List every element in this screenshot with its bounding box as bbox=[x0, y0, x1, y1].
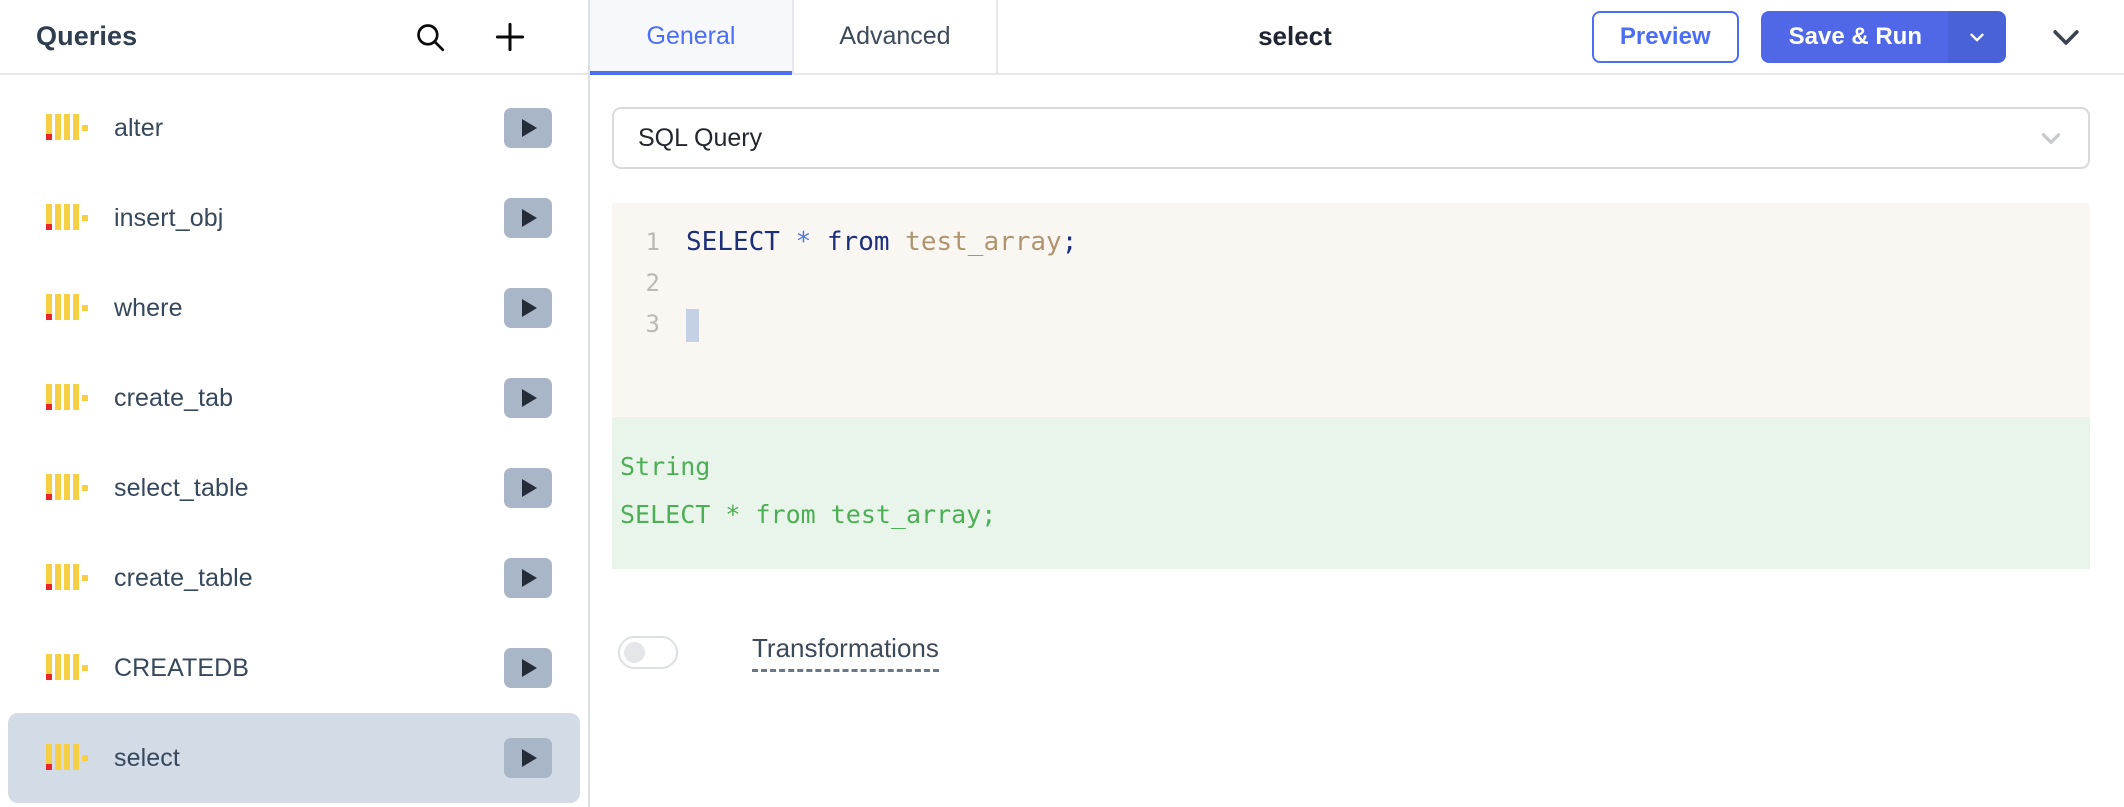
sql-query-icon bbox=[46, 384, 88, 410]
output-type-label: String bbox=[620, 452, 711, 481]
query-list-item[interactable]: create_tab bbox=[8, 353, 580, 443]
query-list-item-label: select_table bbox=[114, 473, 249, 502]
sql-query-icon bbox=[42, 464, 100, 512]
run-query-button[interactable] bbox=[504, 108, 552, 148]
query-list-item-label: CREATEDB bbox=[114, 653, 250, 682]
run-query-button[interactable] bbox=[504, 468, 552, 508]
sidebar-header: Queries bbox=[0, 0, 588, 75]
run-query-button[interactable] bbox=[504, 648, 552, 688]
query-list-item[interactable]: alter bbox=[8, 83, 580, 173]
transformations-toggle[interactable] bbox=[618, 636, 678, 669]
save-and-run-chevron-down-icon[interactable] bbox=[1948, 10, 2006, 63]
text-cursor bbox=[686, 308, 699, 342]
sql-query-icon bbox=[42, 374, 100, 422]
sql-query-icon bbox=[42, 734, 100, 782]
query-type-select[interactable]: SQL Query bbox=[612, 107, 2090, 169]
sql-query-icon bbox=[42, 194, 100, 242]
sql-query-icon bbox=[46, 114, 88, 140]
query-name-title: select bbox=[1258, 21, 1332, 51]
sql-query-icon bbox=[42, 284, 100, 332]
line-number: 1 bbox=[645, 228, 660, 256]
page-title: Queries bbox=[36, 21, 138, 51]
code-line-content: SELECT * from test_array; bbox=[686, 227, 1078, 257]
query-type-select-value: SQL Query bbox=[638, 123, 763, 152]
query-list-item-label: create_tab bbox=[114, 383, 234, 412]
query-list-item[interactable]: select bbox=[8, 713, 580, 803]
chevron-down-icon bbox=[2036, 123, 2066, 153]
play-icon bbox=[522, 749, 537, 767]
query-list-item[interactable]: create_table bbox=[8, 533, 580, 623]
code-line: 2 bbox=[612, 266, 2090, 307]
sql-query-icon bbox=[46, 294, 88, 320]
query-list-item-label: alter bbox=[114, 113, 164, 142]
query-editor-panel: General Advanced select Preview Save & R… bbox=[590, 0, 2124, 807]
save-and-run-label: Save & Run bbox=[1760, 10, 1948, 63]
tab-advanced[interactable]: Advanced bbox=[794, 0, 998, 73]
sql-query-icon bbox=[42, 104, 100, 152]
query-list-item-label: select bbox=[114, 743, 180, 772]
editor-toolbar: General Advanced select Preview Save & R… bbox=[590, 0, 2124, 75]
run-query-button[interactable] bbox=[504, 288, 552, 328]
tab-general[interactable]: General bbox=[590, 0, 794, 75]
save-and-run-button[interactable]: Save & Run bbox=[1760, 10, 2006, 63]
play-icon bbox=[522, 119, 537, 137]
sql-query-icon bbox=[42, 644, 100, 692]
toolbar-actions: Preview Save & Run bbox=[1591, 0, 2124, 73]
sql-query-icon bbox=[46, 474, 88, 500]
run-query-button[interactable] bbox=[504, 378, 552, 418]
query-list-item[interactable]: where bbox=[8, 263, 580, 353]
query-list-item-label: create_table bbox=[114, 563, 253, 592]
preview-button[interactable]: Preview bbox=[1591, 10, 1739, 63]
collapse-panel-chevron-down-icon[interactable] bbox=[2036, 7, 2096, 67]
query-list-item-label: where bbox=[114, 293, 183, 322]
run-query-button[interactable] bbox=[504, 738, 552, 778]
run-query-button[interactable] bbox=[504, 558, 552, 598]
transformations-row: Transformations bbox=[612, 633, 2090, 672]
query-list-item[interactable]: insert_obj bbox=[8, 173, 580, 263]
sql-query-icon bbox=[46, 564, 88, 590]
toggle-knob bbox=[624, 642, 645, 663]
preview-button-label: Preview bbox=[1619, 22, 1711, 50]
sql-query-icon bbox=[46, 204, 88, 230]
play-icon bbox=[522, 479, 537, 497]
query-output-preview: String SELECT * from test_array; bbox=[612, 417, 2090, 569]
code-line-content bbox=[674, 307, 699, 342]
search-icon[interactable] bbox=[410, 17, 450, 57]
line-number: 2 bbox=[645, 269, 660, 297]
query-list-item[interactable]: CREATEDB bbox=[8, 623, 580, 713]
sidebar-header-actions bbox=[410, 17, 560, 57]
tab-advanced-label: Advanced bbox=[839, 22, 951, 50]
output-value: SELECT * from test_array; bbox=[620, 500, 997, 529]
tab-general-label: General bbox=[646, 22, 736, 50]
play-icon bbox=[522, 569, 537, 587]
sql-query-icon bbox=[46, 654, 88, 680]
play-icon bbox=[522, 659, 537, 677]
plus-icon[interactable] bbox=[490, 17, 530, 57]
code-line: 3 bbox=[612, 307, 2090, 348]
sql-query-icon bbox=[42, 554, 100, 602]
play-icon bbox=[522, 299, 537, 317]
sql-query-icon bbox=[46, 744, 88, 770]
line-number: 3 bbox=[645, 310, 660, 338]
code-line: 1 SELECT * from test_array; bbox=[612, 225, 2090, 266]
query-list-item-label: insert_obj bbox=[114, 203, 224, 232]
play-icon bbox=[522, 389, 537, 407]
run-query-button[interactable] bbox=[504, 198, 552, 238]
sql-code-editor[interactable]: 1 SELECT * from test_array; 2 3 bbox=[612, 203, 2090, 417]
query-list-item[interactable]: select_table bbox=[8, 443, 580, 533]
transformations-label[interactable]: Transformations bbox=[752, 633, 939, 672]
play-icon bbox=[522, 209, 537, 227]
